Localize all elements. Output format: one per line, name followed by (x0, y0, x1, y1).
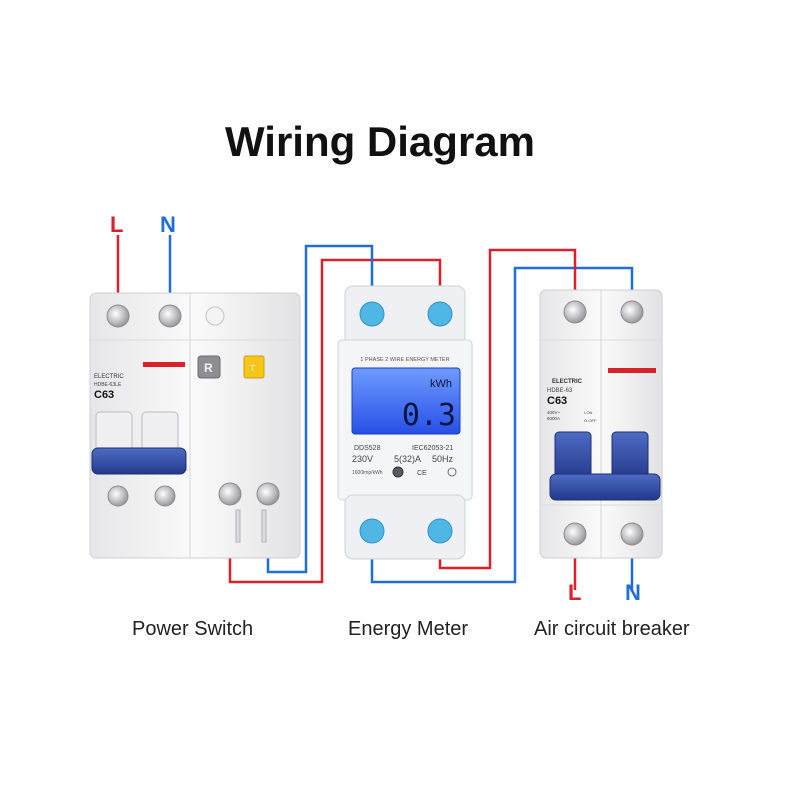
power-switch-output-neutral-terminal (256, 482, 280, 506)
power-switch-bottom-left-screw (107, 485, 129, 507)
energy-meter: 1 PHASE 2 WIRE ENERGY METER kWh 0.3 DDS5… (337, 285, 473, 560)
power-switch-indicator-label: T (250, 364, 255, 373)
power-switch-handle-right (141, 411, 179, 453)
air-breaker-brand: ELECTRIC (552, 379, 583, 385)
energy-meter-lcd (351, 367, 461, 435)
power-switch-indicator-window (243, 355, 265, 379)
energy-meter-caption: Energy Meter (348, 618, 469, 640)
power-switch-output-live-terminal (218, 482, 242, 506)
energy-meter-ce-mark: CE (417, 470, 427, 477)
air-breaker-handle-bar (549, 473, 661, 501)
energy-meter-current: 5(32)A (394, 454, 421, 464)
input-live-label: L (110, 212, 123, 237)
air-breaker-model: HDBE-63 (547, 388, 573, 394)
energy-meter-reading: 0.3 (402, 398, 456, 433)
energy-meter-header: 1 PHASE 2 WIRE ENERGY METER (360, 357, 449, 363)
power-switch: ELECTRIC HDBE-63LE C63 R T (89, 292, 301, 559)
energy-meter-recycle-icon (447, 467, 457, 477)
power-switch-red-indicator (143, 362, 185, 367)
power-switch-top-hole (205, 306, 225, 326)
air-breaker-output-live-terminal (563, 522, 587, 546)
energy-meter-standard: IEC62053-21 (412, 445, 453, 452)
switch-neutral-to-meter-wire (266, 244, 374, 574)
air-breaker-red-indicator (608, 368, 656, 373)
energy-meter-output-neutral-terminal (359, 518, 385, 544)
energy-meter-frequency: 50Hz (432, 454, 454, 464)
power-switch-bottom-right-screw (154, 485, 176, 507)
energy-meter-input-neutral-terminal (359, 301, 385, 327)
power-switch-rating: C63 (94, 389, 114, 401)
energy-meter-pulse-led (392, 466, 404, 478)
input-neutral-label: N (160, 212, 176, 237)
output-live-label: L (568, 580, 581, 605)
title: Wiring Diagram (225, 118, 535, 165)
energy-meter-output-live-terminal (427, 518, 453, 544)
air-breaker-spec-voltage: 400V~ (547, 410, 561, 415)
air-breaker-output-neutral-terminal (620, 522, 644, 546)
air-breaker-spec-capacity: 6000A (547, 416, 560, 421)
power-switch-input-live-terminal (106, 304, 130, 328)
energy-meter-impulse: 1600imp/kWh (352, 470, 383, 476)
air-breaker-caption: Air circuit breaker (534, 618, 690, 640)
energy-meter-input-live-terminal (427, 301, 453, 327)
power-switch-model: HDBE-63LE (94, 382, 122, 388)
air-breaker-on-label: I-ON (584, 410, 593, 415)
power-switch-input-neutral-terminal (158, 304, 182, 328)
air-breaker-rating: C63 (547, 395, 567, 407)
switch-live-to-meter-wire (228, 258, 442, 584)
air-breaker-handle-left (554, 431, 592, 481)
air-breaker-input-live-terminal (563, 300, 587, 324)
meter-neutral-to-breaker-wire (370, 266, 634, 584)
power-switch-test-button-label: R (204, 361, 213, 375)
energy-meter-voltage: 230V (352, 454, 373, 464)
power-switch-caption: Power Switch (132, 618, 254, 640)
output-neutral-label: N (625, 580, 641, 605)
air-breaker-input-neutral-terminal (620, 300, 644, 324)
energy-meter-model: DDS528 (354, 445, 381, 452)
air-breaker: ELECTRIC HDBE-63 C63 400V~ 6000A I-ON O-… (539, 289, 663, 559)
power-switch-handle-left (95, 411, 133, 453)
power-switch-test-button (197, 355, 221, 379)
meter-live-to-breaker-wire (438, 248, 577, 570)
air-breaker-handle-right (611, 431, 649, 481)
power-switch-brand: ELECTRIC (94, 374, 124, 380)
energy-meter-unit: kWh (430, 378, 452, 390)
air-breaker-off-label: O-OFF (584, 418, 597, 423)
power-switch-handle-bar (91, 447, 187, 475)
